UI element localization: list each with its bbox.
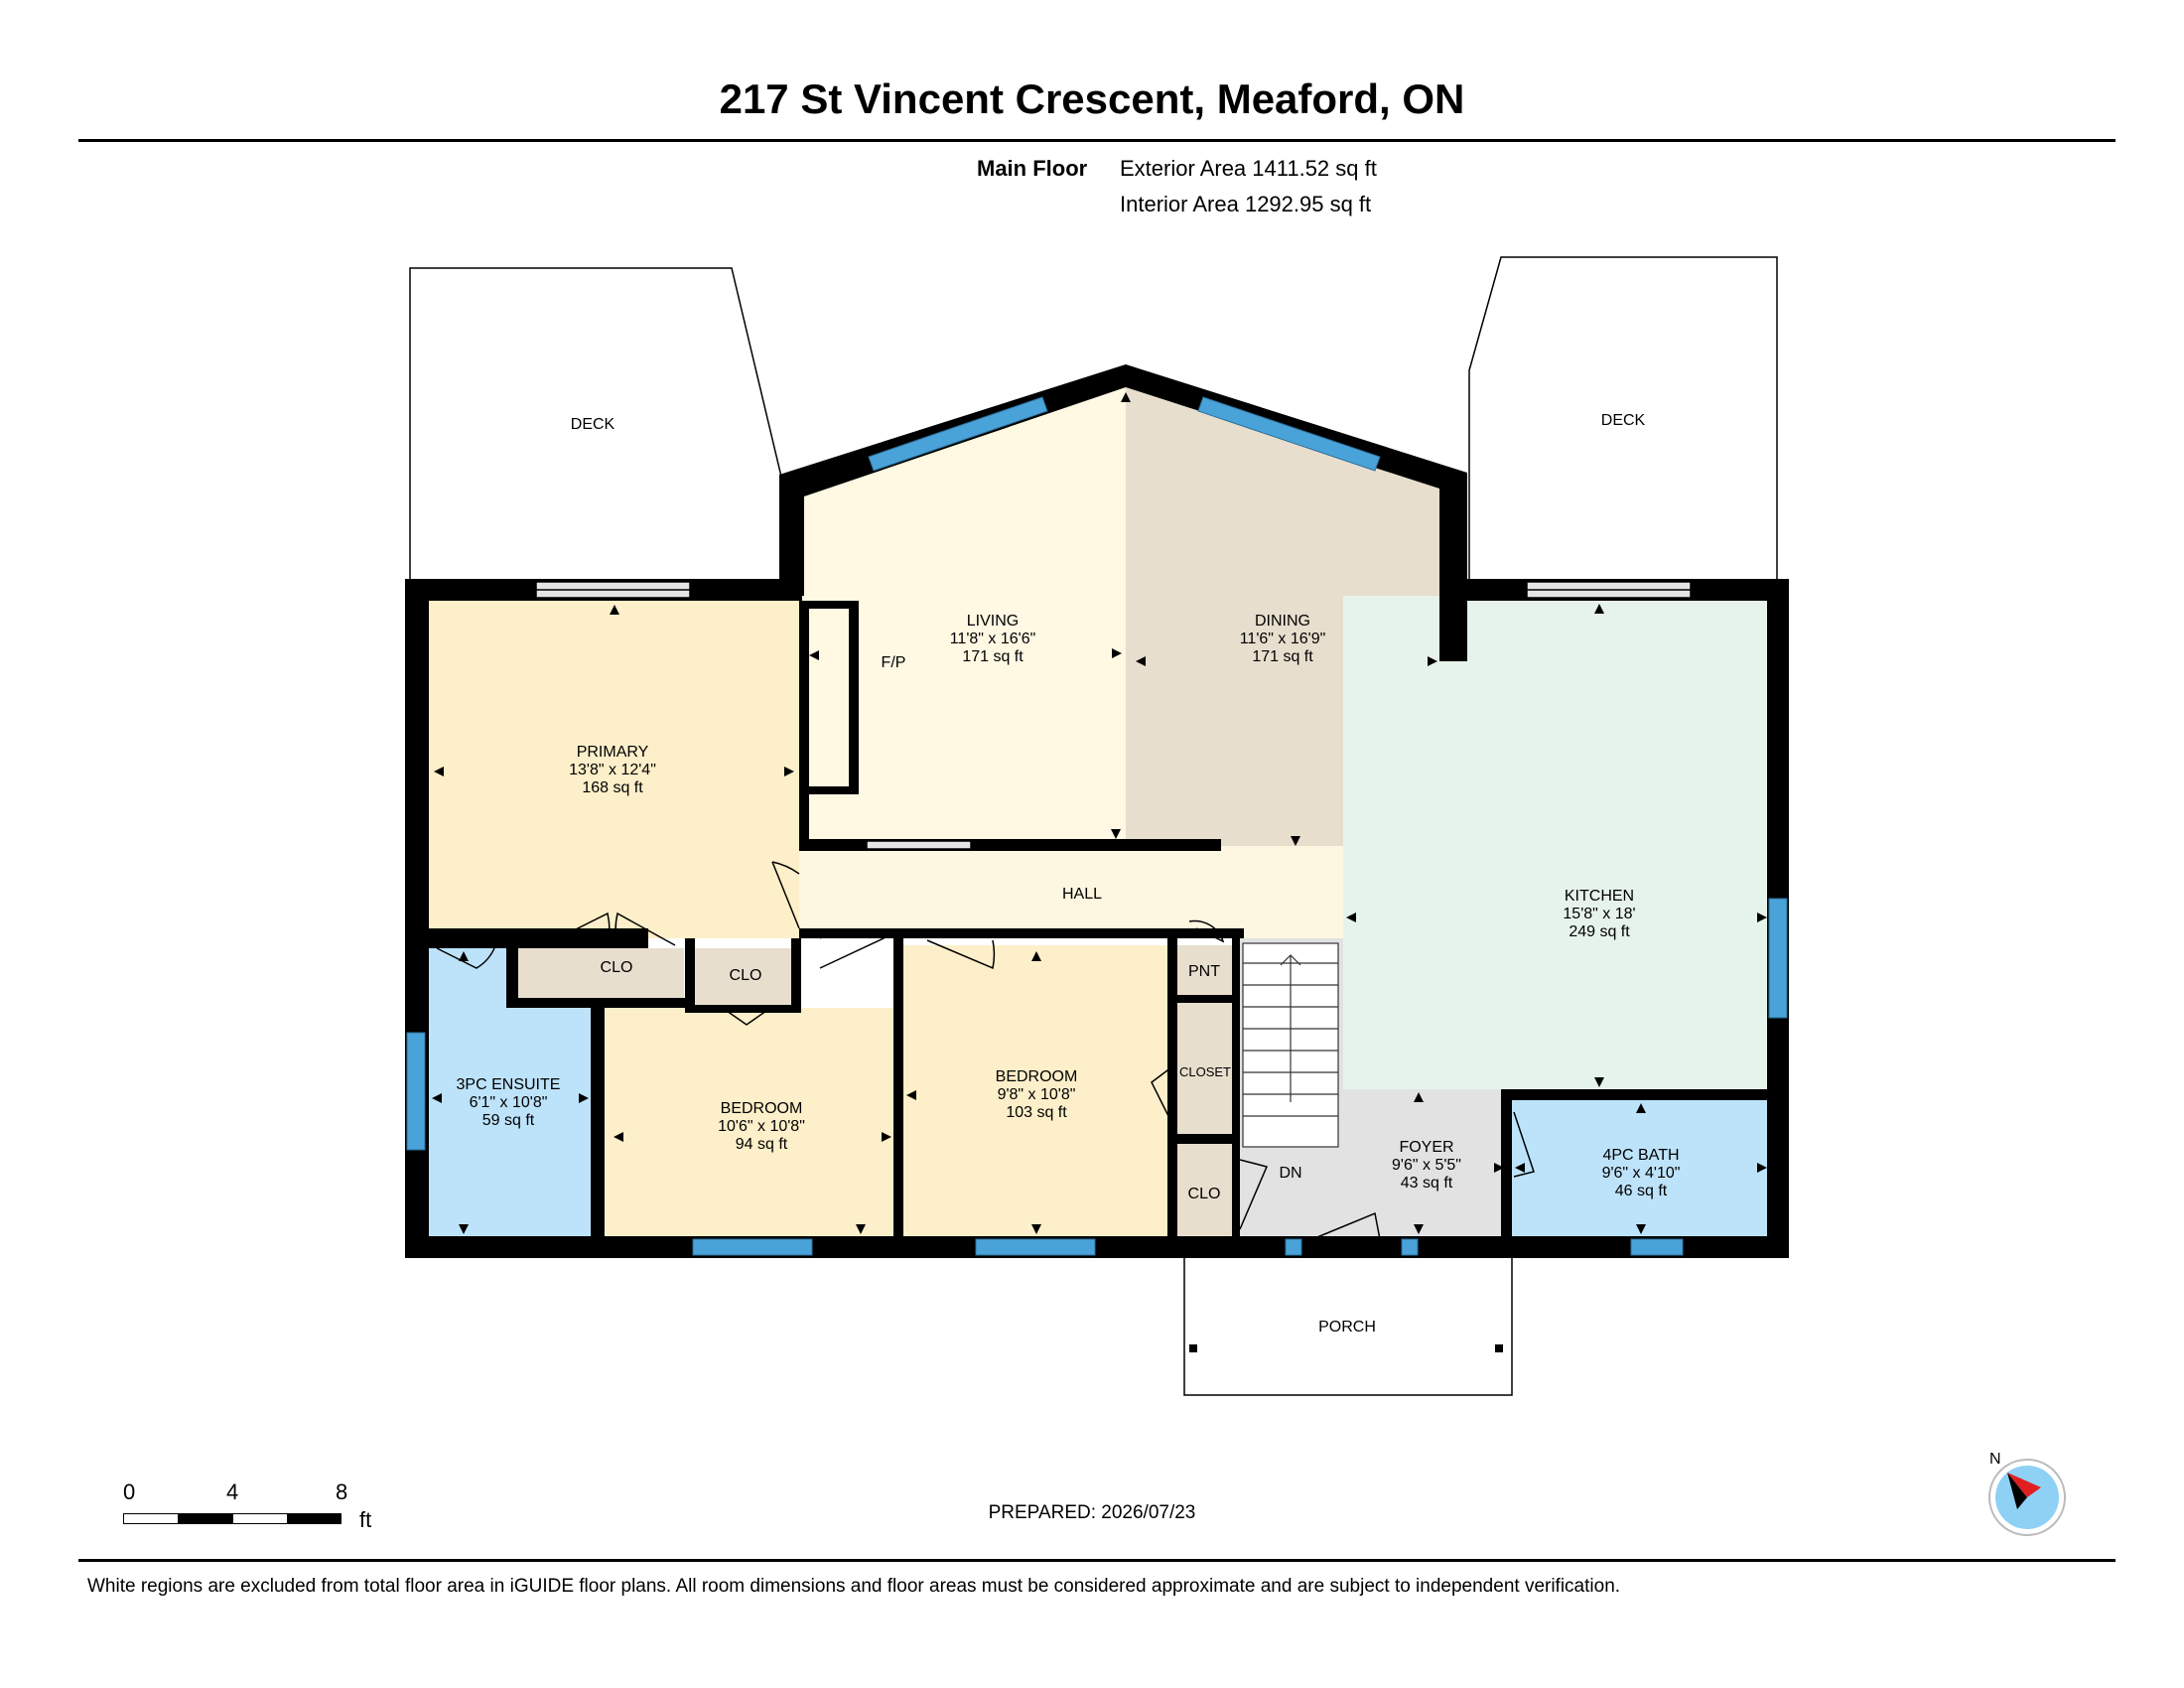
hall [799, 846, 1343, 938]
pantry-label: PNT [1188, 963, 1220, 980]
porch-post-right [1495, 1344, 1503, 1352]
title-rule [78, 139, 2116, 142]
dining-area: 171 sq ft [1252, 648, 1313, 665]
foyer-area: 43 sq ft [1401, 1175, 1453, 1192]
ensuite-dims: 6'1" x 10'8" [470, 1094, 548, 1111]
scale-segment-4 [287, 1513, 341, 1524]
bath-name: 4PC BATH [1602, 1147, 1679, 1164]
floor-plan: DECK DECK PORCH F/P HALL LIVING 11'8" x … [405, 256, 1789, 1396]
prepared-date: PREPARED: 2026/07/23 [988, 1502, 1196, 1523]
footer-rule [78, 1559, 2116, 1562]
floor-name: Main Floor [977, 156, 1088, 181]
foyer-dims: 9'6" x 5'5" [1392, 1157, 1461, 1174]
primary-name: PRIMARY [577, 744, 649, 761]
fireplace-label: F/P [882, 654, 906, 671]
scale-tick-8: 8 [336, 1479, 348, 1504]
bedroom-2 [903, 945, 1169, 1236]
windows [406, 396, 1788, 1256]
porch [1183, 1253, 1513, 1396]
bedroom2-dims: 9'8" x 10'8" [998, 1086, 1076, 1103]
bedroom1-area: 94 sq ft [736, 1136, 788, 1153]
porch-post-left [1189, 1344, 1197, 1352]
dining-name: DINING [1255, 613, 1310, 630]
interior-area: Interior Area 1292.95 sq ft [1120, 192, 1372, 216]
scale-unit: ft [359, 1507, 372, 1532]
primary-area: 168 sq ft [582, 779, 643, 796]
exterior-area: Exterior Area 1411.52 sq ft [1120, 156, 1377, 181]
deck-right-label: DECK [1601, 412, 1646, 429]
bedroom2-area: 103 sq ft [1006, 1104, 1067, 1121]
ensuite-area: 59 sq ft [482, 1112, 535, 1129]
living-room [802, 379, 1126, 842]
disclaimer: White regions are excluded from total fl… [87, 1576, 1621, 1597]
kitchen-name: KITCHEN [1565, 888, 1634, 905]
kitchen-dims: 15'8" x 18' [1563, 906, 1635, 922]
closet-2 [695, 948, 799, 1008]
doors [436, 581, 1692, 1240]
bedroom-1 [606, 1008, 895, 1236]
closet-1 [515, 948, 684, 1005]
page-title: 217 St Vincent Crescent, Meaford, ON [719, 75, 1465, 122]
compass-north-label: N [1989, 1451, 2001, 1468]
ensuite-name: 3PC ENSUITE [457, 1076, 561, 1093]
bath-area: 46 sq ft [1615, 1183, 1668, 1199]
living-dims: 11'8" x 16'6" [950, 631, 1036, 647]
foyer-name: FOYER [1399, 1139, 1453, 1156]
bedroom1-dims: 10'6" x 10'8" [718, 1118, 805, 1135]
hall-closet-label: CLOSET [1179, 1064, 1231, 1079]
bath-dims: 9'6" x 4'10" [1602, 1165, 1681, 1182]
dining-dims: 11'6" x 16'9" [1240, 631, 1326, 647]
closet-2-label: CLO [730, 967, 762, 984]
living-area: 171 sq ft [962, 648, 1024, 665]
hall-label: HALL [1062, 886, 1102, 903]
stairs [1242, 942, 1339, 1148]
kitchen-area: 249 sq ft [1569, 923, 1630, 940]
bedroom2-name: BEDROOM [996, 1068, 1078, 1085]
hall-closet [1177, 1003, 1232, 1134]
foyer-closet-label: CLO [1188, 1186, 1221, 1202]
closet-1-label: CLO [601, 959, 633, 976]
foyer-closet [1177, 1144, 1232, 1236]
deck-left-label: DECK [571, 416, 615, 433]
scale-tick-4: 4 [226, 1479, 239, 1504]
bath [1512, 1099, 1770, 1236]
dimension-markers [432, 392, 1767, 1234]
porch-label: PORCH [1318, 1319, 1376, 1336]
stairs-down-label: DN [1279, 1165, 1301, 1182]
kitchen-lower [1343, 846, 1439, 1089]
primary-dims: 13'8" x 12'4" [569, 762, 656, 778]
pantry [1177, 945, 1232, 995]
living-name: LIVING [967, 613, 1019, 630]
bedroom1-name: BEDROOM [721, 1100, 803, 1117]
compass-icon: N [1988, 1451, 2066, 1536]
scale-tick-0: 0 [123, 1479, 136, 1504]
scale-segment-2 [178, 1513, 232, 1524]
scale-bar: 0 4 8 ft [123, 1479, 381, 1535]
primary-bedroom [422, 596, 799, 938]
